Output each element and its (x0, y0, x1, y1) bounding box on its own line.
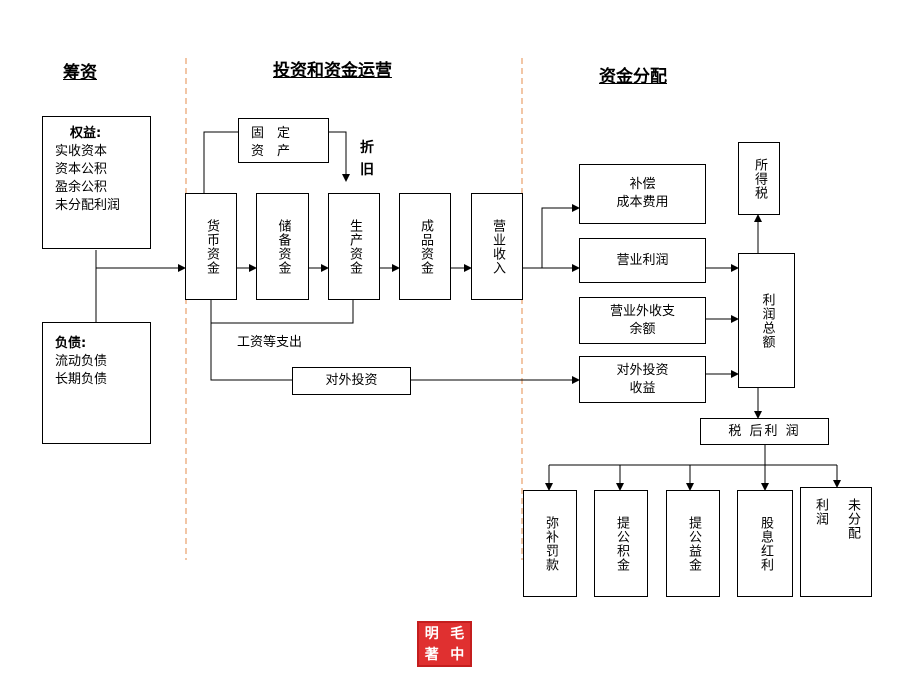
liability-item: 流动负债 (55, 354, 108, 369)
equity-item: 实收资本 (55, 144, 108, 159)
total-profit-box: 利润总额 (738, 253, 795, 388)
depreciation-line1: 折 (360, 140, 374, 156)
cost-compensation-line2: 成本费用 (616, 195, 669, 210)
author-seal: 毛 明 中 著 (417, 621, 472, 667)
fixed-assets-line2: 资 产 (251, 144, 291, 159)
seal-char: 著 (424, 646, 439, 663)
depreciation-line2: 旧 (360, 162, 374, 178)
penalty-box: 弥补罚款 (523, 490, 577, 597)
equity-item: 未分配利润 (55, 198, 121, 213)
equity-item: 盈余公积 (55, 180, 108, 195)
investment-income-line1: 对外投资 (616, 362, 669, 378)
liability-item: 长期负债 (55, 372, 108, 387)
seal-char: 中 (450, 646, 465, 663)
equity-title: 权益: (70, 126, 102, 141)
equity-box: 权益: 实收资本 资本公积 盈余公积 未分配利润 (42, 116, 151, 249)
seal-char: 明 (424, 625, 439, 642)
undistributed-col2: 未分配 (845, 498, 860, 540)
header-distribution: 资金分配 (599, 67, 667, 87)
header-financing: 筹资 (63, 63, 97, 83)
liability-title: 负债: (55, 336, 87, 351)
liability-box: 负债: 流动负债 长期负债 (42, 322, 151, 444)
non-operating-line1: 营业外收支 (609, 303, 675, 319)
depreciation-label: 折 旧 (360, 137, 374, 181)
header-investing: 投资和资金运营 (273, 61, 392, 81)
equity-item: 资本公积 (55, 162, 108, 177)
undistributed-profit-box: 利润 未分配 (800, 487, 872, 597)
non-operating-line2: 余额 (629, 321, 656, 337)
reserve-fund-box: 提公积金 (594, 490, 648, 597)
cost-compensation-line1: 补偿 (629, 177, 656, 192)
non-operating-balance-box: 营业外收支 余额 (579, 297, 706, 344)
finished-goods-funds-box: 成品资金 (399, 193, 451, 300)
welfare-fund-box: 提公益金 (666, 490, 720, 597)
cost-compensation-box: 补偿 成本费用 (579, 164, 706, 224)
dividend-box: 股息红利 (737, 490, 793, 597)
seal-char: 毛 (450, 625, 465, 642)
investment-income-line2: 收益 (629, 380, 656, 396)
production-funds-box: 生产资金 (328, 193, 380, 300)
operating-revenue-box: 营业收入 (471, 193, 523, 300)
monetary-funds-box: 货币资金 (185, 193, 237, 300)
operating-profit-box: 营业利润 (579, 238, 706, 283)
fixed-assets-line1: 固 定 (251, 126, 291, 141)
fixed-assets-box: 固 定 资 产 (238, 118, 329, 163)
undistributed-col1: 利润 (813, 498, 828, 526)
after-tax-profit-box: 税 后利 润 (700, 418, 829, 445)
wages-label: 工资等支出 (237, 335, 303, 350)
external-investment-box: 对外投资 (292, 367, 411, 395)
income-tax-box: 所得税 (738, 142, 780, 215)
investment-income-box: 对外投资 收益 (579, 356, 706, 403)
reserve-funds-box: 储备资金 (256, 193, 309, 300)
